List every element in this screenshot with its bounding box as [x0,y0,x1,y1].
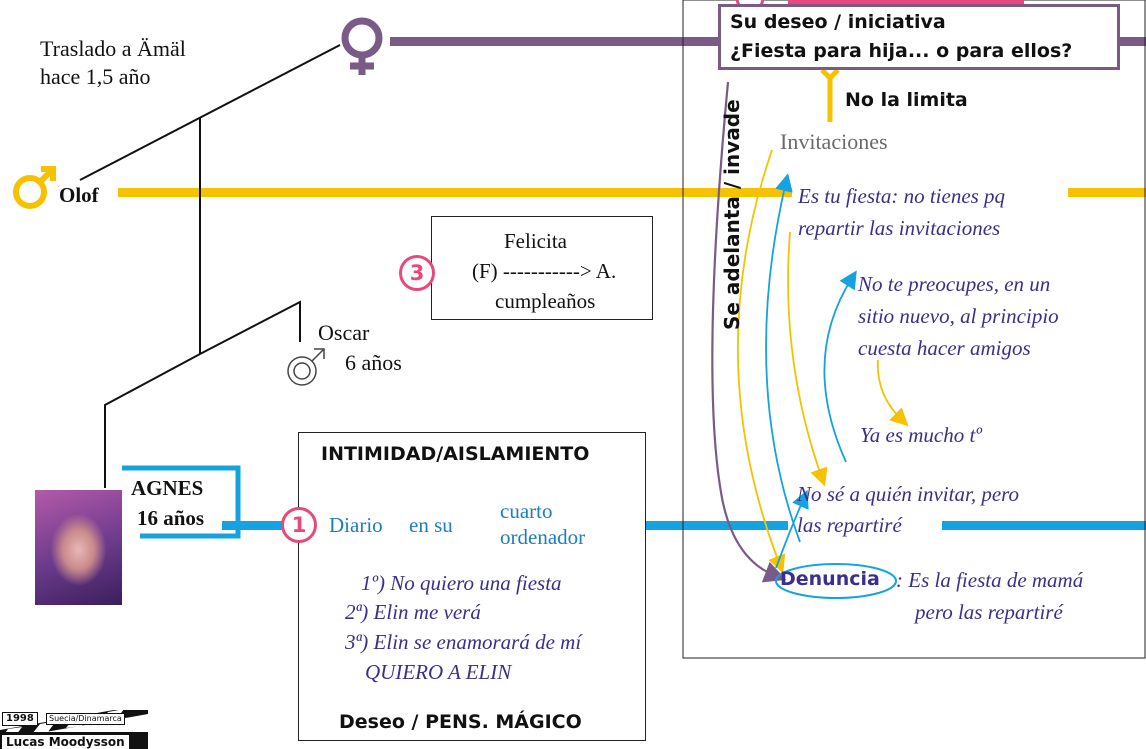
felicita-line2: (F) -----------> A. [472,259,617,283]
arrow-amigos [877,359,909,427]
father-line [118,188,792,197]
agnes-line [222,521,308,530]
denuncia-line2: pero las repartiré [915,600,1063,624]
quote4-line2: las repartiré [797,513,902,537]
list-item: 1º) No quiero una fiesta [361,571,562,595]
father-male-icon [13,166,56,209]
mother-line-right [1118,37,1146,46]
brother-name: Oscar [318,320,370,345]
denuncia-label: Denuncia [780,568,880,590]
intimacy-title: INTIMIDAD/AISLAMIENTO [321,443,590,465]
agnes-line-mid [600,521,788,530]
vertical-invade-label: Se adelanta / invade [720,99,744,330]
quote4-line1: No sé a quién invitar, pero [797,482,1020,506]
agnes-name: AGNES [131,476,204,500]
right-panel-frame [682,0,1146,659]
mother-line [390,37,720,46]
father-line-right [1068,188,1146,197]
family-tree-lines [79,44,341,488]
clapper-country: Suecia/Dinamarca [46,713,125,725]
brother-age: 6 años [345,350,402,375]
brother-male-icon [287,348,325,386]
denuncia-line1: : Es la fiesta de mamá [896,568,1084,592]
intimacy-box: INTIMIDAD/AISLAMIENTO Diario en su cuart… [298,432,646,741]
arrow-invade [711,81,787,583]
mother-box: Su deseo / iniciativa ¿Fiesta para hija.… [718,4,1120,70]
felicita-box: Felicita (F) -----------> A. cumpleaños [431,216,653,320]
en-su-label: en su [409,513,453,537]
arrow-denuncia-up [775,489,809,569]
quote3: Ya es mucho tº [860,423,982,447]
quote2-line1: No te preocupes, en un [858,272,1051,296]
agnes-photo [35,490,122,605]
felicita-badge: 3 [399,255,435,291]
felicita-line3: cumpleaños [495,289,596,313]
arrow-invitaciones [736,149,786,574]
option-ordenador: ordenador [500,525,586,549]
invitaciones-label: Invitaciones [780,129,888,154]
intimacy-footer: Deseo / PENS. MÁGICO [339,711,582,733]
arrow-ya-es-mucho [823,270,857,463]
agnes-bracket [122,465,241,539]
mother-box-line1: Su deseo / iniciativa [730,11,946,33]
list-item: 3ª) Elin se enamorará de mí [345,630,582,654]
quote1-line2: repartir las invitaciones [798,216,1001,240]
arrow-repartire-up [765,173,801,543]
mother-box-line2: ¿Fiesta para hija... o para ellos? [730,40,1073,62]
quote1-line1: Es tu fiesta: no tienes pq [798,184,1006,208]
father-name: Olof [59,183,99,207]
clapper-director: Lucas Moodysson [2,735,129,749]
intimacy-badge: 1 [281,507,317,543]
felicita-line1: Felicita [504,229,567,253]
move-note-line2: hace 1,5 año [40,64,151,89]
clapper-year: 1998 [2,712,38,726]
no-limit-connector [820,68,840,122]
move-note-line1: Traslado a Ämäl [40,36,186,61]
arrow-es-tu-fiesta [787,231,828,487]
quote2-line3: cuesta hacer amigos [858,336,1031,360]
quote2-line2: sitio nuevo, al principio [858,304,1059,328]
list-item: QUIERO A ELIN [365,660,512,684]
agnes-age: 16 años [137,506,205,530]
no-limit-label: No la limita [845,89,968,111]
option-cuarto: cuarto [500,499,553,523]
list-item: 2ª) Elin me verá [345,600,481,624]
diario-label: Diario [329,513,383,537]
agnes-line-right [942,521,1146,530]
denuncia-ellipse [775,563,897,599]
mother-female-icon [341,17,383,75]
